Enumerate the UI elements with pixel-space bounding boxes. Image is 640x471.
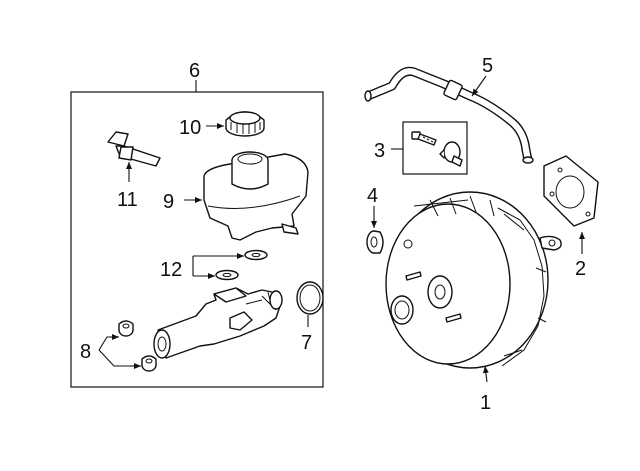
- vacuum-hose-part: [364, 66, 534, 164]
- booster-gasket-part: [543, 155, 599, 227]
- callout-5: 5: [482, 55, 493, 77]
- fluid-reservoir-part: [203, 151, 309, 241]
- callout-8: 8: [80, 341, 91, 363]
- reservoir-grommets-part: [215, 249, 268, 281]
- o-ring-part: [296, 281, 324, 315]
- master-cylinder-seals-part: [118, 320, 157, 372]
- brake-booster-part: [385, 191, 562, 369]
- reservoir-cap-part: [225, 111, 265, 137]
- callout-1: 1: [480, 392, 491, 414]
- leader-5: [471, 75, 487, 97]
- leader-8: [98, 336, 140, 367]
- booster-seal-part: [366, 230, 384, 254]
- callout-7: 7: [301, 332, 312, 354]
- master-cylinder-part: [153, 287, 283, 359]
- callout-11: 11: [117, 189, 138, 211]
- leader-1: [482, 365, 489, 383]
- callout-3: 3: [374, 140, 385, 162]
- fluid-level-sensor-part: [107, 131, 161, 167]
- callout-12: 12: [160, 259, 182, 281]
- master-cylinder-group-box: [70, 91, 324, 388]
- callout-2: 2: [575, 258, 586, 280]
- check-valve-part: [411, 131, 463, 167]
- callout-6: 6: [189, 60, 200, 82]
- callout-4: 4: [367, 185, 378, 207]
- callout-9: 9: [163, 191, 174, 213]
- check-valve-box: [402, 121, 468, 175]
- callout-10: 10: [179, 117, 201, 139]
